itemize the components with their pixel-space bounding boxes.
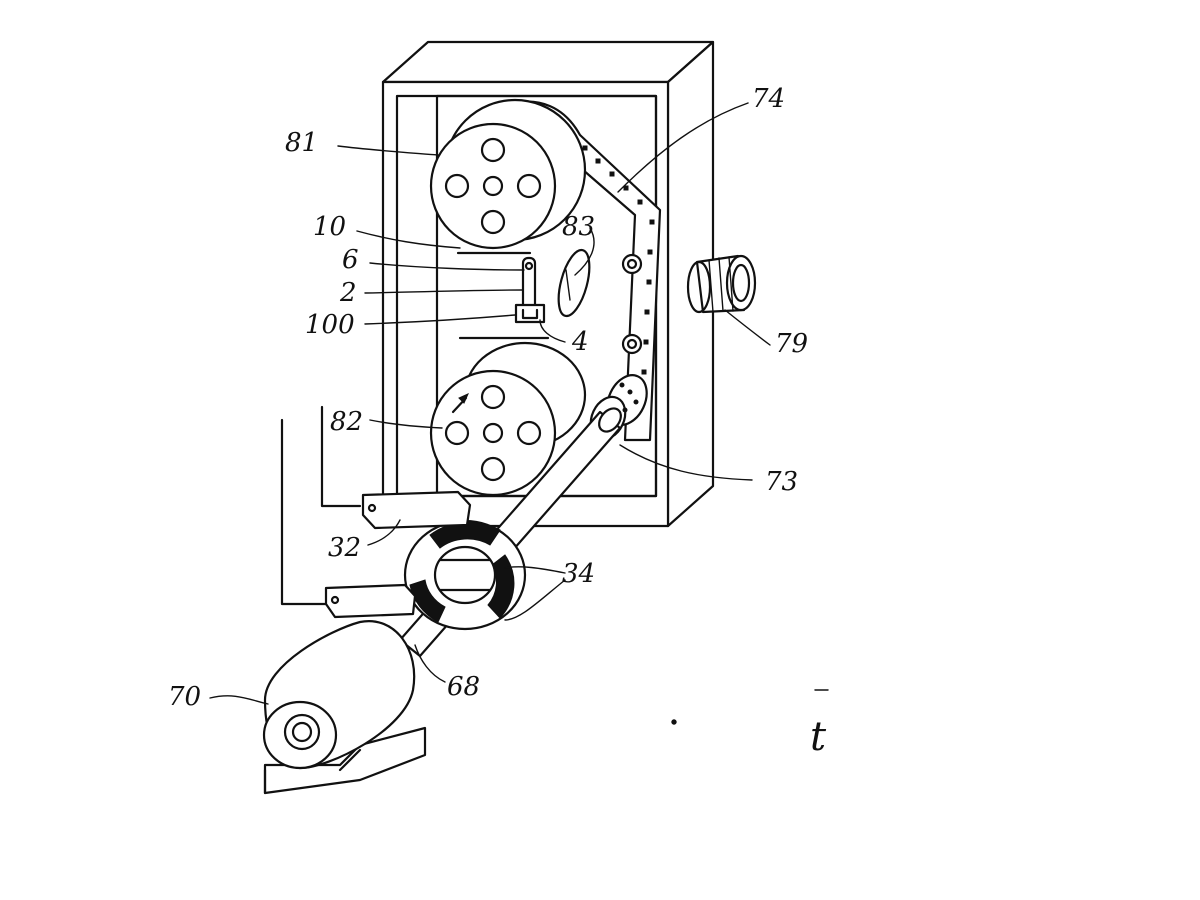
lens-83 <box>557 248 591 318</box>
label-73: 73 <box>765 467 798 497</box>
right-blank-area <box>829 0 1200 900</box>
commutator-34 <box>403 519 527 631</box>
brush-32-upper <box>320 405 472 530</box>
label-83: 83 <box>562 212 595 242</box>
label-79: 79 <box>775 329 808 359</box>
label-82: 82 <box>330 407 363 437</box>
label-74: 74 <box>752 84 785 114</box>
label-81: 81 <box>285 128 318 158</box>
gate-mechanism <box>456 251 550 340</box>
label-2: 2 <box>339 278 357 308</box>
leader-lines <box>209 102 771 705</box>
label-34: 34 <box>562 559 595 589</box>
brush-lower <box>280 418 417 619</box>
label-10: 10 <box>313 212 346 242</box>
lens-barrel-79 <box>686 254 757 314</box>
label-6: 6 <box>342 245 359 275</box>
motor-70 <box>262 620 427 795</box>
label-100: 100 <box>305 310 355 340</box>
label-68: 68 <box>447 672 480 702</box>
edge-fragment-letter: t <box>810 714 827 760</box>
reference-numerals: 81 74 10 83 6 2 100 4 79 82 73 32 34 70 … <box>168 84 808 712</box>
reel-81 <box>429 98 587 250</box>
stray-marks <box>671 689 829 725</box>
label-32: 32 <box>328 533 361 563</box>
reel-82 <box>429 341 587 497</box>
label-70: 70 <box>168 682 201 712</box>
label-4: 4 <box>571 327 589 357</box>
